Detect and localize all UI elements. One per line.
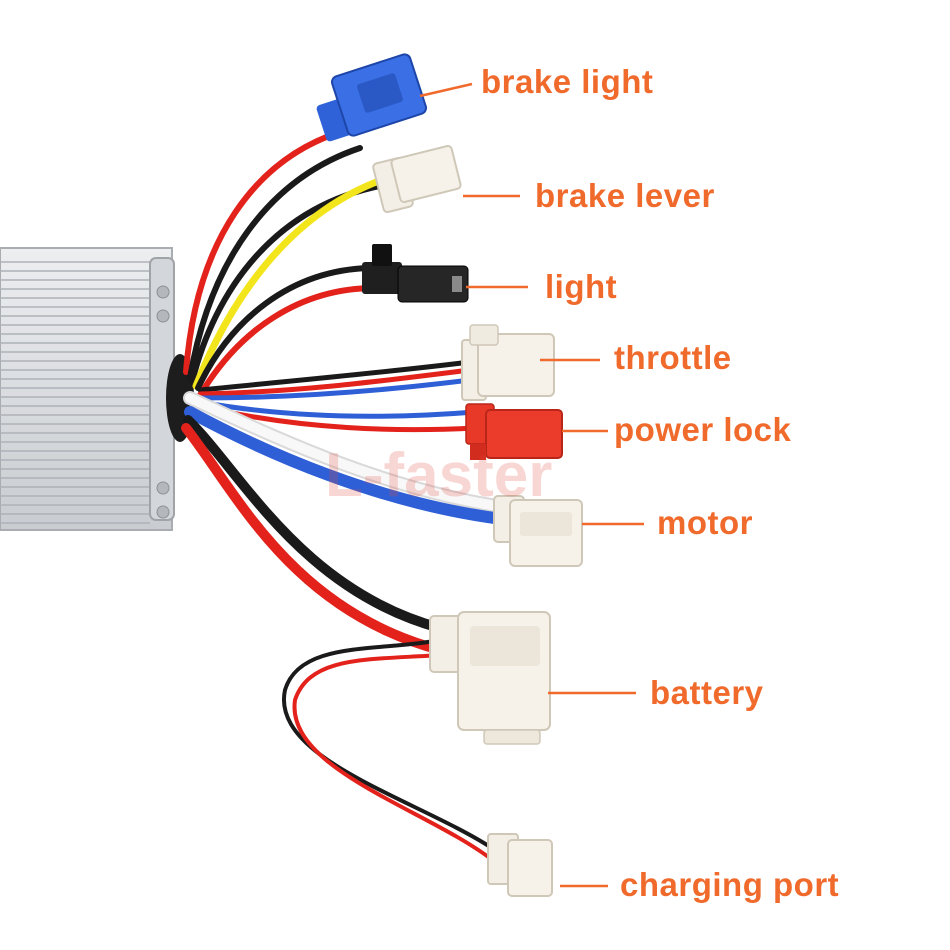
wire-brake-light-black [187,145,363,381]
connector-charging-port [487,833,553,897]
label-power-lock: power lock [614,411,792,448]
wire-throttle-blue [197,377,473,401]
wire-charging-black [281,638,497,852]
connector-motor [493,495,583,567]
label-light: light [545,268,618,305]
label-charging-port: charging port [620,866,840,903]
wire-battery-black [183,415,445,633]
wires [181,129,517,864]
watermark-text: L-faster [325,441,553,510]
wire-motor-blue [184,406,516,526]
wire-throttle-black [197,359,473,393]
connectors [316,53,583,897]
wire-light-black [195,265,373,391]
wire-light-red [199,285,378,395]
connector-throttle [461,324,555,401]
wire-charging-red [292,653,497,864]
wire-throttle-red [197,367,473,397]
label-throttle: throttle [614,339,732,376]
connector-brake-light [316,53,428,142]
wire-brake-lever-yellow [192,173,394,390]
label-motor: motor [657,504,753,541]
label-battery: battery [650,674,764,711]
leader-brake-light [419,82,473,98]
controller-housing [0,247,194,531]
wire-power-lock-blue [197,399,478,419]
leader-lines [419,82,644,888]
wire-motor-white-core [185,393,515,513]
connector-brake-lever [372,145,462,214]
connector-battery [429,611,551,745]
label-brake-lever: brake lever [535,177,715,214]
wire-brake-light-red [183,129,343,375]
connector-power-lock [465,403,563,460]
wire-battery-red [181,423,445,655]
connector-light [362,244,469,303]
heat-sink-fins [0,261,150,524]
label-brake-light: brake light [481,63,654,100]
